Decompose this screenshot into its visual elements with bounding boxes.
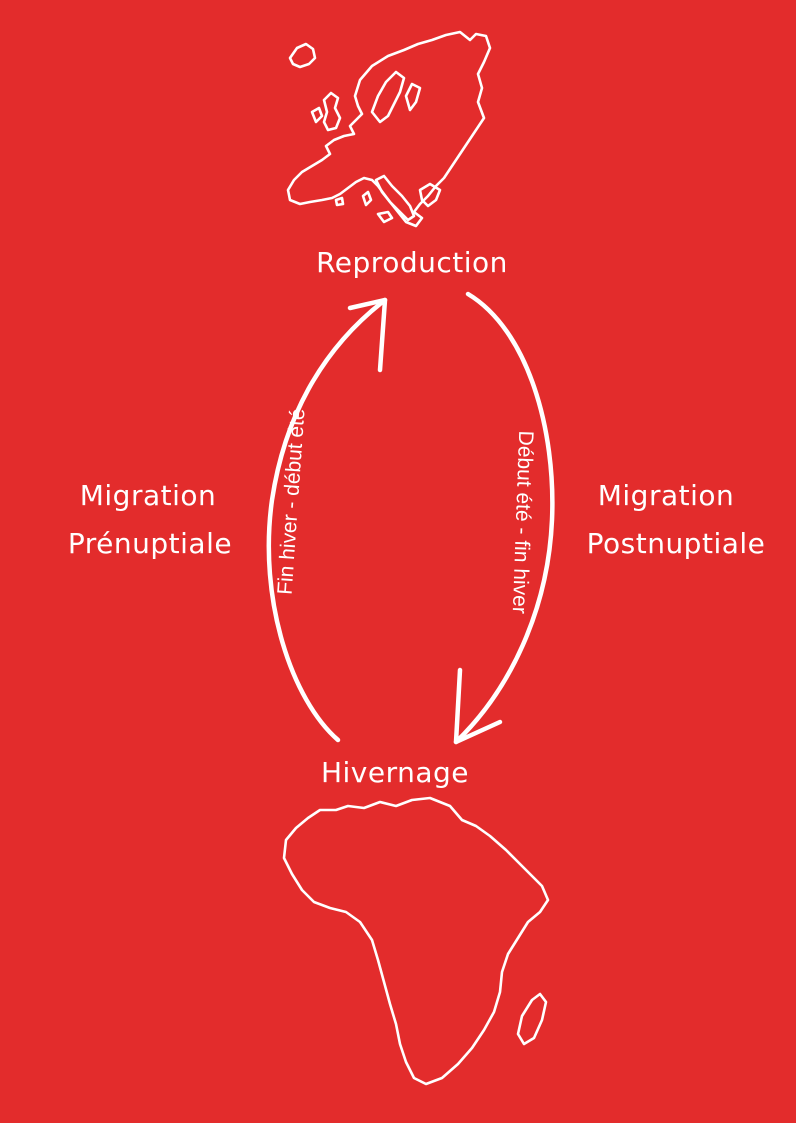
europe-map-icon <box>286 30 492 228</box>
migration-prenuptial-label-line1: Migration <box>80 479 217 512</box>
hivernage-label: Hivernage <box>321 756 469 789</box>
africa-map-icon <box>282 796 550 1086</box>
migration-prenuptial-label-line2: Prénuptiale <box>68 527 232 560</box>
migration-postnuptial-label-line1: Migration <box>598 479 735 512</box>
reproduction-label: Reproduction <box>316 246 508 279</box>
arrow-prenuptial <box>266 297 388 743</box>
migration-postnuptial-label-line2: Postnuptiale <box>587 527 766 560</box>
arrow-postnuptial <box>453 291 555 745</box>
